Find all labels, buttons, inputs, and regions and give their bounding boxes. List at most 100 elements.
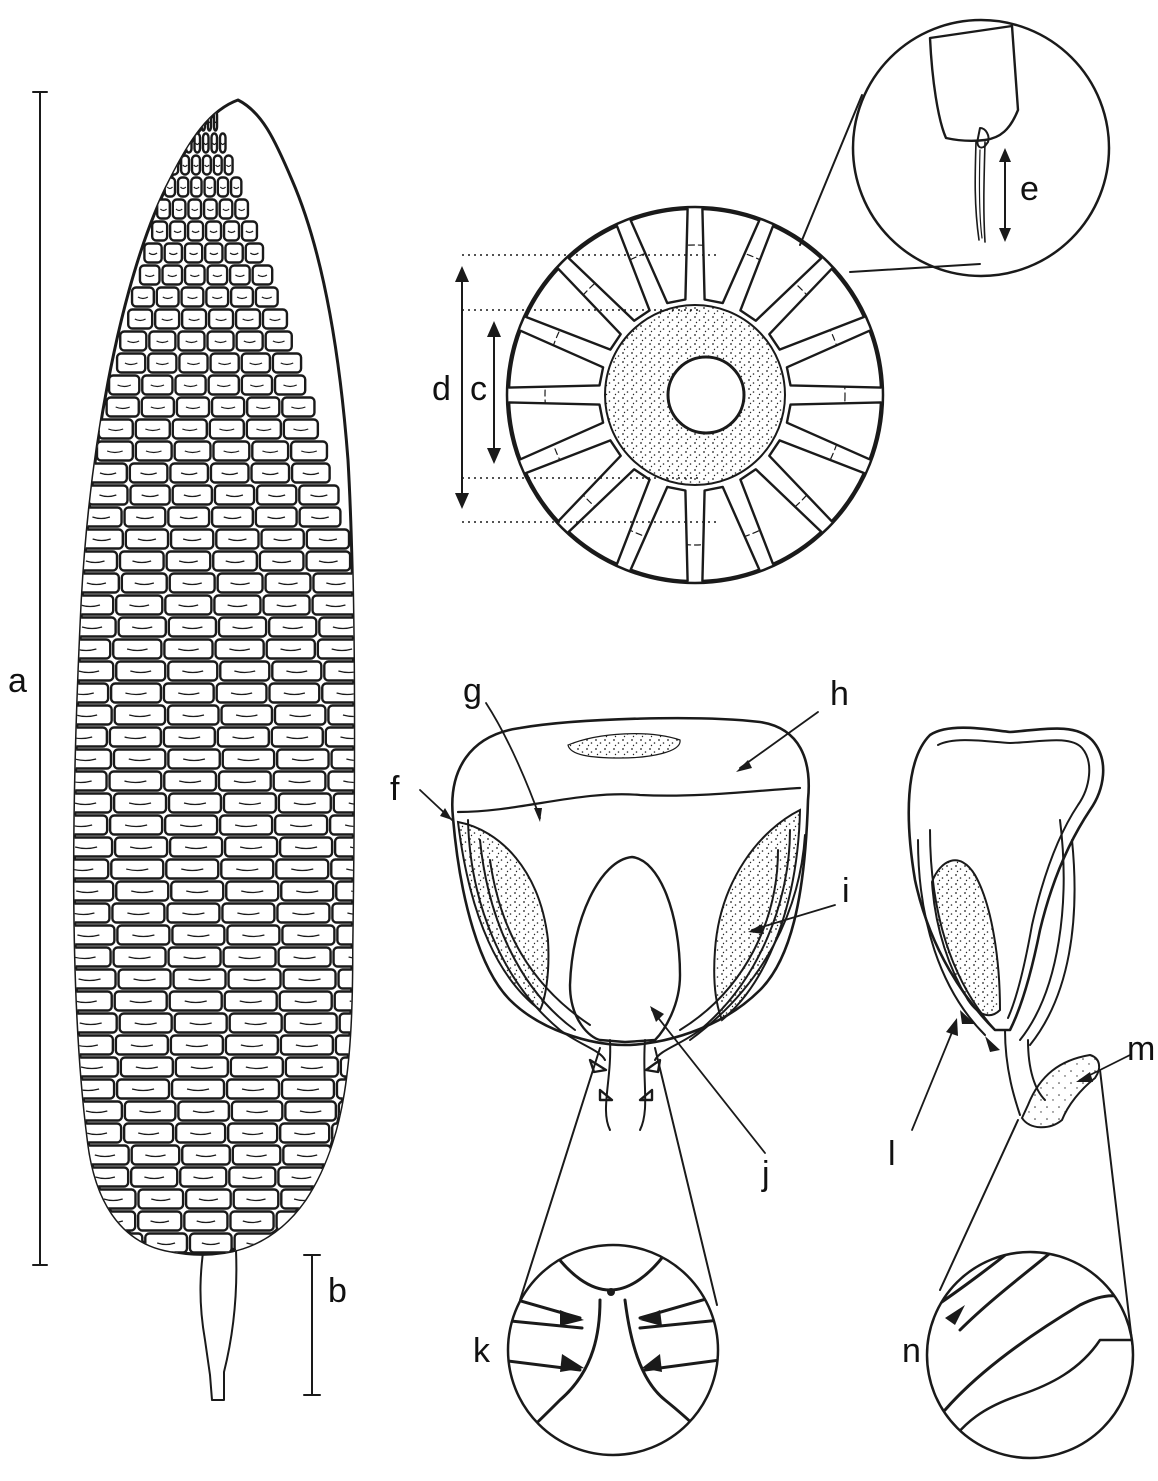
- kernel: [107, 398, 139, 417]
- kernel: [306, 552, 350, 571]
- kernel: [224, 948, 276, 967]
- peduncle-length-bar: [304, 1255, 320, 1395]
- kernel: [292, 464, 330, 483]
- pedicel: [977, 128, 988, 148]
- kernel: [97, 442, 133, 461]
- kernel: [313, 574, 358, 593]
- kernel: [313, 596, 359, 615]
- kernel: [128, 310, 152, 329]
- kernel-mark: [190, 121, 192, 123]
- kernel: [115, 838, 167, 857]
- kernel: [132, 1146, 180, 1165]
- kernel: [209, 310, 233, 329]
- kernel: [120, 332, 146, 351]
- kernel: [110, 816, 162, 835]
- pedicel-length-arrow: [999, 148, 1011, 242]
- kernel: [117, 354, 145, 373]
- kernel: [176, 1124, 225, 1143]
- kernel: [184, 1212, 227, 1231]
- kernel: [247, 420, 281, 439]
- kernel: [60, 992, 112, 1011]
- kernel: [145, 1234, 187, 1253]
- kernel-mark: [113, 1243, 131, 1245]
- kernel-mark: [345, 825, 367, 827]
- kernel: [117, 926, 169, 945]
- kernel: [136, 420, 170, 439]
- kernel: [262, 530, 304, 549]
- kernel: [334, 948, 386, 967]
- kernel: [221, 860, 273, 879]
- kernel: [178, 332, 204, 351]
- kernel: [157, 288, 179, 307]
- kernel: [169, 794, 221, 813]
- kernel: [178, 1102, 228, 1121]
- kernel: [323, 1212, 366, 1231]
- zoom-lines-e: [800, 95, 980, 272]
- kernel: [175, 1014, 227, 1033]
- kernel-mark: [289, 1221, 307, 1223]
- kernel: [144, 244, 161, 263]
- kernel: [226, 882, 278, 901]
- kernel: [101, 1234, 143, 1253]
- kernel: [269, 684, 319, 703]
- kernel: [182, 288, 204, 307]
- kernel: [332, 904, 384, 923]
- kernel: [324, 1234, 366, 1253]
- kernel: [173, 486, 212, 505]
- kernel: [73, 552, 117, 571]
- kernel: [168, 706, 218, 725]
- kernel-mark: [104, 1221, 122, 1223]
- kernel: [330, 816, 382, 835]
- kernel: [285, 1014, 337, 1033]
- kernel-mark: [352, 935, 374, 937]
- base-detail-circle-n: [927, 1235, 1140, 1470]
- kernel: [260, 552, 304, 571]
- side-starch: [932, 860, 1000, 1015]
- kernel: [74, 574, 119, 593]
- kernel-mark: [346, 869, 368, 871]
- kernel: [219, 618, 266, 637]
- kernel: [57, 904, 109, 923]
- kernel: [216, 530, 258, 549]
- kernel: [99, 420, 133, 439]
- kernel: [170, 992, 222, 1011]
- kernel: [231, 178, 241, 197]
- kernel: [59, 948, 111, 967]
- kernel: [216, 640, 264, 659]
- kernel: [214, 156, 222, 175]
- kernel: [132, 288, 154, 307]
- kernel: [280, 1124, 329, 1143]
- kernel: [60, 838, 112, 857]
- kernel: [64, 970, 116, 989]
- kernel-mark: [347, 913, 369, 915]
- kernel: [179, 354, 207, 373]
- kernel: [282, 398, 314, 417]
- kernel: [214, 596, 260, 615]
- kernel: [229, 1168, 275, 1187]
- kernel: [92, 1212, 135, 1231]
- kernel: [165, 816, 217, 835]
- kernel: [121, 1058, 173, 1077]
- kernel-mark: [355, 1023, 377, 1025]
- kernel: [272, 728, 323, 747]
- kernel: [299, 486, 338, 505]
- kernel: [190, 1234, 232, 1253]
- starch-left: [458, 822, 548, 1010]
- kernel: [112, 904, 164, 923]
- kernel: [120, 1014, 172, 1033]
- kernel: [206, 222, 221, 241]
- kernel: [82, 1168, 128, 1187]
- kernel: [188, 200, 201, 219]
- kernel: [165, 596, 211, 615]
- kernel: [62, 640, 110, 659]
- kernel: [56, 860, 108, 879]
- kernel: [62, 1080, 114, 1099]
- label-a: a: [8, 662, 27, 700]
- kernel: [114, 750, 165, 769]
- kernel: [283, 1146, 331, 1165]
- kernel: [185, 244, 202, 263]
- kernel: [64, 662, 113, 681]
- kernel: [337, 926, 389, 945]
- kernel: [169, 948, 221, 967]
- kernel: [120, 552, 164, 571]
